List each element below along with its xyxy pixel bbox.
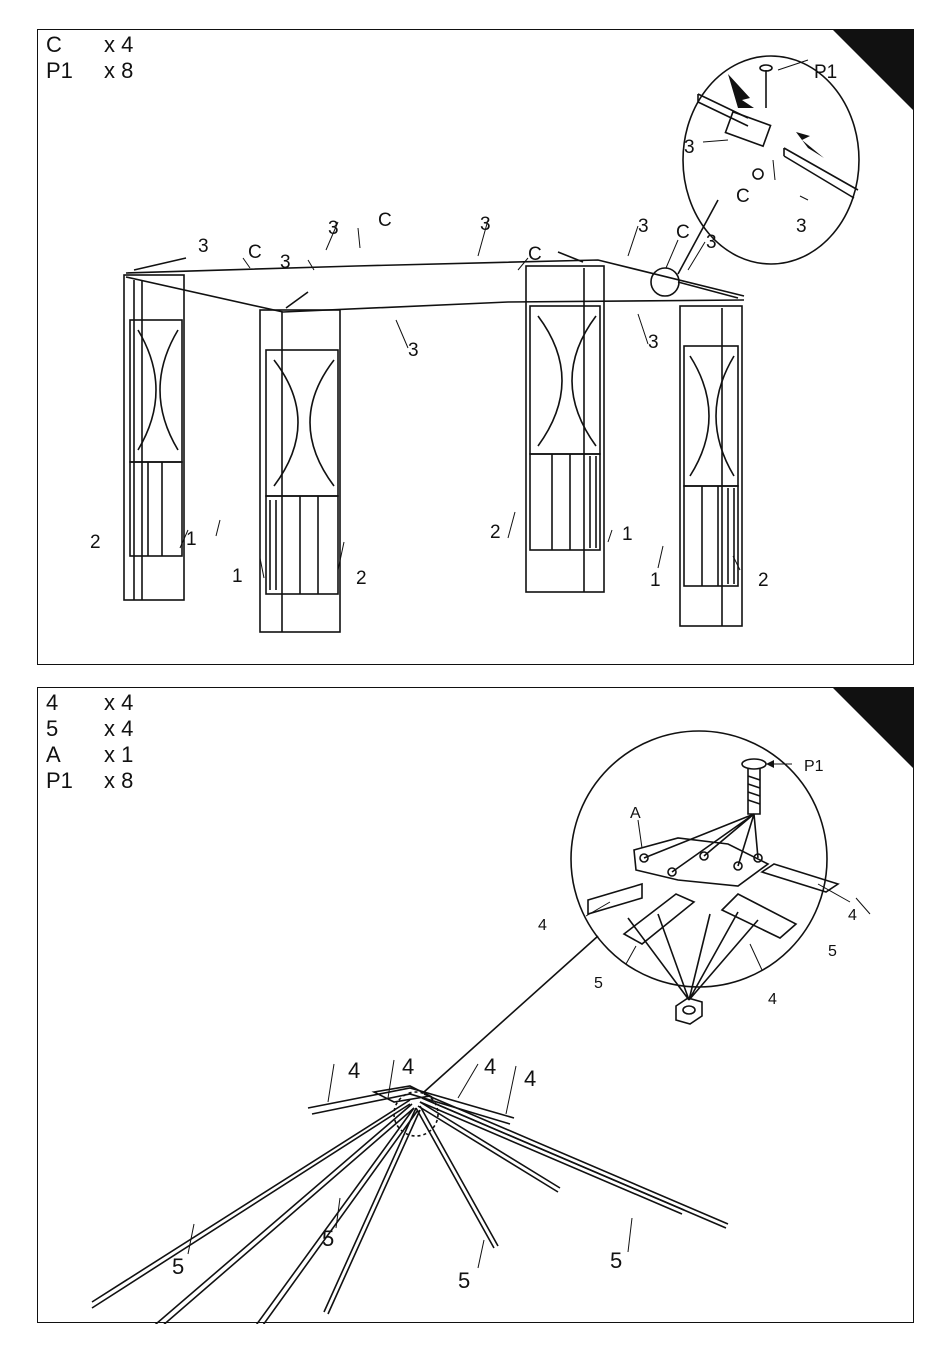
rafter-pole — [418, 1102, 560, 1192]
callout-connector: C — [528, 244, 542, 265]
callout-bar: 3 — [796, 216, 807, 237]
callout-leg-b: 2 — [758, 570, 769, 591]
rafter-pole — [420, 1098, 684, 1214]
callout-rafter-b: 5 — [594, 975, 603, 992]
callout-arrowheads — [766, 760, 774, 768]
callout-rafter-b: 5 — [828, 943, 837, 960]
callout-bar: 3 — [684, 137, 695, 158]
leg-post — [124, 275, 184, 600]
callout-rafter-a: 4 — [848, 907, 857, 924]
detail-magnifier — [571, 731, 827, 987]
callout-bar: 3 — [328, 218, 339, 239]
rafter-pole — [416, 1106, 498, 1248]
rafter-pole — [422, 1094, 728, 1228]
callout-bar: 3 — [280, 252, 291, 273]
callout-rafter-a: 4 — [484, 1054, 496, 1079]
callout-leg-b: 2 — [90, 532, 101, 553]
callout-connector: C — [676, 222, 690, 243]
callout-screw: P1 — [814, 62, 837, 83]
callout-connector: C — [378, 210, 392, 231]
callout-bar: 3 — [706, 232, 717, 253]
step-panel-roof-assembly: 4 x 4 5 x 4 A x 1 P1 x 8 — [37, 687, 914, 1323]
hub-plate — [634, 838, 768, 886]
callout-rafter-b: 5 — [172, 1254, 184, 1279]
callout-leg-b: 2 — [490, 522, 501, 543]
callout-leg-a: 1 — [650, 570, 661, 591]
callout-rafter-a: 4 — [348, 1058, 360, 1083]
leg-post — [526, 266, 604, 592]
callout-rafter-a: 4 — [538, 917, 547, 934]
callout-leg-a: 1 — [232, 566, 243, 587]
callout-connector: C — [248, 242, 262, 263]
leader-lines — [188, 764, 870, 1268]
callout-leg-a: 1 — [186, 529, 197, 550]
callout-rafter-b: 5 — [610, 1248, 622, 1273]
callout-connector: C — [736, 186, 750, 207]
rafter-pole — [254, 1108, 418, 1324]
roof-rafters-drawing: P1 A 4 5 4 5 4 4 4 4 4 5 5 5 5 — [38, 688, 915, 1324]
rafter-pole — [92, 1100, 410, 1308]
step-panel-frame-assembly: C x 4 P1 x 8 — [37, 29, 914, 665]
detail-target-ring — [651, 268, 679, 296]
leg-post — [680, 306, 742, 626]
callout-rafter-a: 4 — [402, 1054, 414, 1079]
gazebo-frame-drawing: 1 2 1 2 2 1 1 2 3 3 3 3 3 3 3 3 3 3 C C … — [38, 30, 915, 666]
callout-rafter-b: 5 — [458, 1268, 470, 1293]
callout-rafter-b: 5 — [322, 1226, 334, 1251]
callout-bar: 3 — [648, 332, 659, 353]
callout-leg-b: 2 — [356, 568, 367, 589]
callout-screw: P1 — [804, 758, 824, 775]
callout-rafter-a: 4 — [524, 1066, 536, 1091]
callout-leg-a: 1 — [622, 524, 633, 545]
leader-lines — [180, 60, 808, 578]
callout-rafter-a: 4 — [768, 991, 777, 1008]
leg-post — [260, 310, 340, 632]
callout-bar: 3 — [480, 214, 491, 235]
callout-hub: A — [630, 805, 641, 822]
callout-bar: 3 — [408, 340, 419, 361]
callout-bar: 3 — [198, 236, 209, 257]
callout-bar: 3 — [638, 216, 649, 237]
